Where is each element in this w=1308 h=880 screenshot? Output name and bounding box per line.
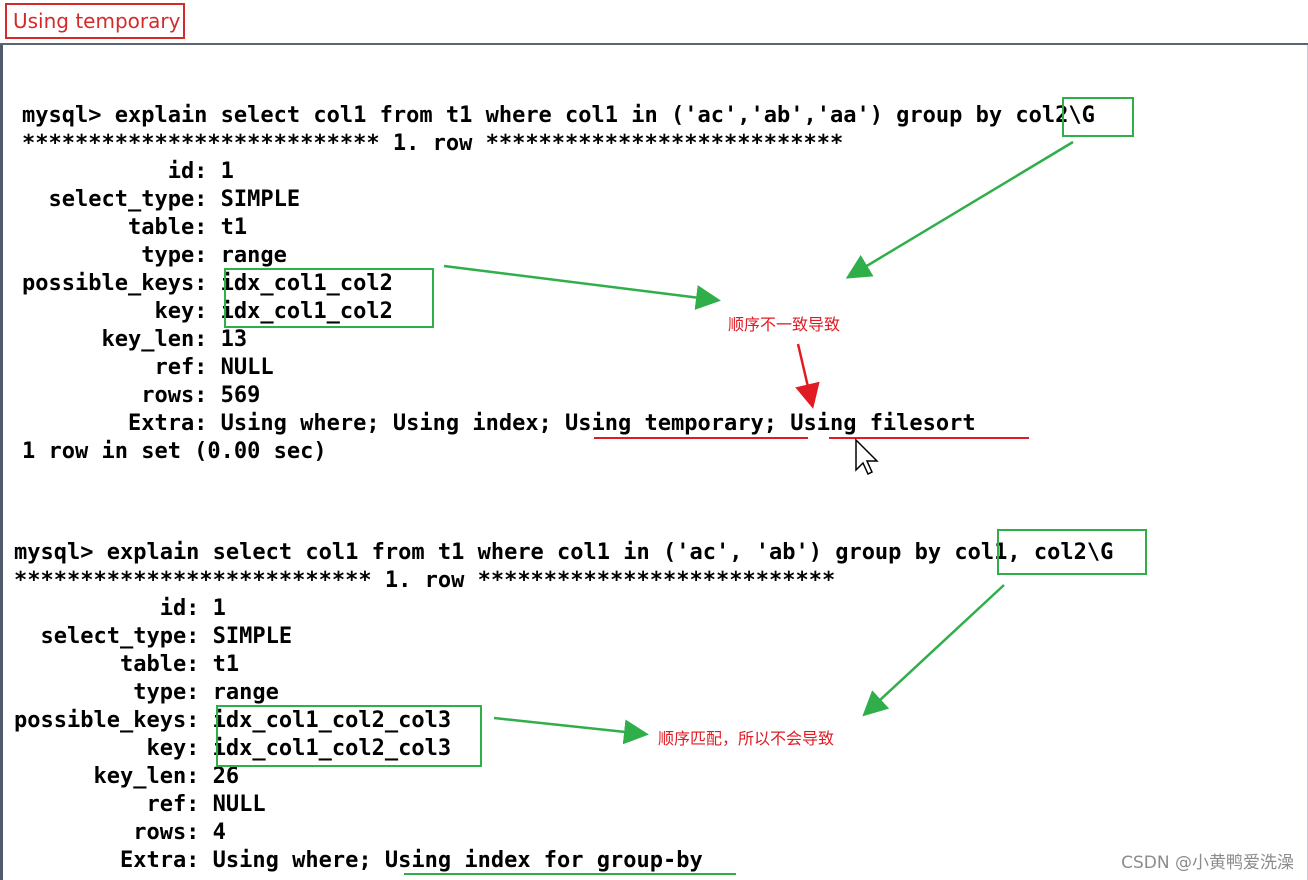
query2-command: mysql> explain select col1 from t1 where… — [14, 540, 1114, 565]
query2-keys-highlight — [216, 705, 482, 767]
query1-possible-keys: possible_keys: idx_col1_col2 — [22, 271, 393, 296]
query1-groupby-highlight — [1062, 97, 1134, 137]
query2-rows: rows: 4 — [14, 820, 226, 845]
query1-table: table: t1 — [22, 215, 248, 240]
query2-ref: ref: NULL — [14, 792, 266, 817]
query1-keys-highlight — [224, 268, 434, 328]
query1-key-len: key_len: 13 — [22, 327, 248, 352]
query2-groupby-underline — [404, 873, 736, 875]
page-title: Using temporary — [5, 3, 185, 39]
csdn-watermark: CSDN @小黄鸭爱洗澡 — [1121, 853, 1294, 873]
query2-table: table: t1 — [14, 652, 240, 677]
title-divider — [0, 43, 1308, 45]
query1-select-type: select_type: SIMPLE — [22, 187, 301, 212]
query2-type: type: range — [14, 680, 279, 705]
query2-groupby-highlight — [997, 529, 1147, 575]
query1-footer: 1 row in set (0.00 sec) — [22, 439, 327, 464]
query2-key-len: key_len: 26 — [14, 764, 240, 789]
query1-type: type: range — [22, 243, 287, 268]
query1-extra: Extra: Using where; Using index; Using t… — [22, 411, 976, 436]
arrow-keys-to-note2 — [493, 716, 649, 745]
query1-command: mysql> explain select col1 from t1 where… — [22, 103, 1095, 128]
query1-annotation: 顺序不一致导致 — [728, 315, 841, 334]
query2-separator: *************************** 1. row *****… — [14, 568, 836, 593]
query2-id: id: 1 — [14, 596, 226, 621]
query1-temporary-underline — [594, 437, 808, 439]
left-border — [0, 45, 3, 880]
query1-rows: rows: 569 — [22, 383, 261, 408]
query2-possible-keys: possible_keys: idx_col1_col2_col3 — [14, 708, 452, 733]
query1-filesort-underline — [829, 437, 1029, 439]
arrow-note1-to-extra — [795, 343, 820, 409]
query2-annotation: 顺序匹配，所以不会导致 — [658, 729, 835, 748]
mouse-cursor-icon — [855, 438, 879, 476]
arrow-keys-to-note1 — [443, 264, 721, 310]
arrow-groupby-to-note1 — [845, 140, 1074, 279]
arrow-groupby-to-note2 — [862, 584, 1005, 717]
query1-ref: ref: NULL — [22, 355, 274, 380]
query2-select-type: select_type: SIMPLE — [14, 624, 293, 649]
query1-separator: *************************** 1. row *****… — [22, 131, 844, 156]
query1-id: id: 1 — [22, 159, 234, 184]
query2-key: key: idx_col1_col2_col3 — [14, 736, 452, 761]
query2-extra: Extra: Using where; Using index for grou… — [14, 848, 703, 873]
query1-key: key: idx_col1_col2 — [22, 299, 393, 324]
